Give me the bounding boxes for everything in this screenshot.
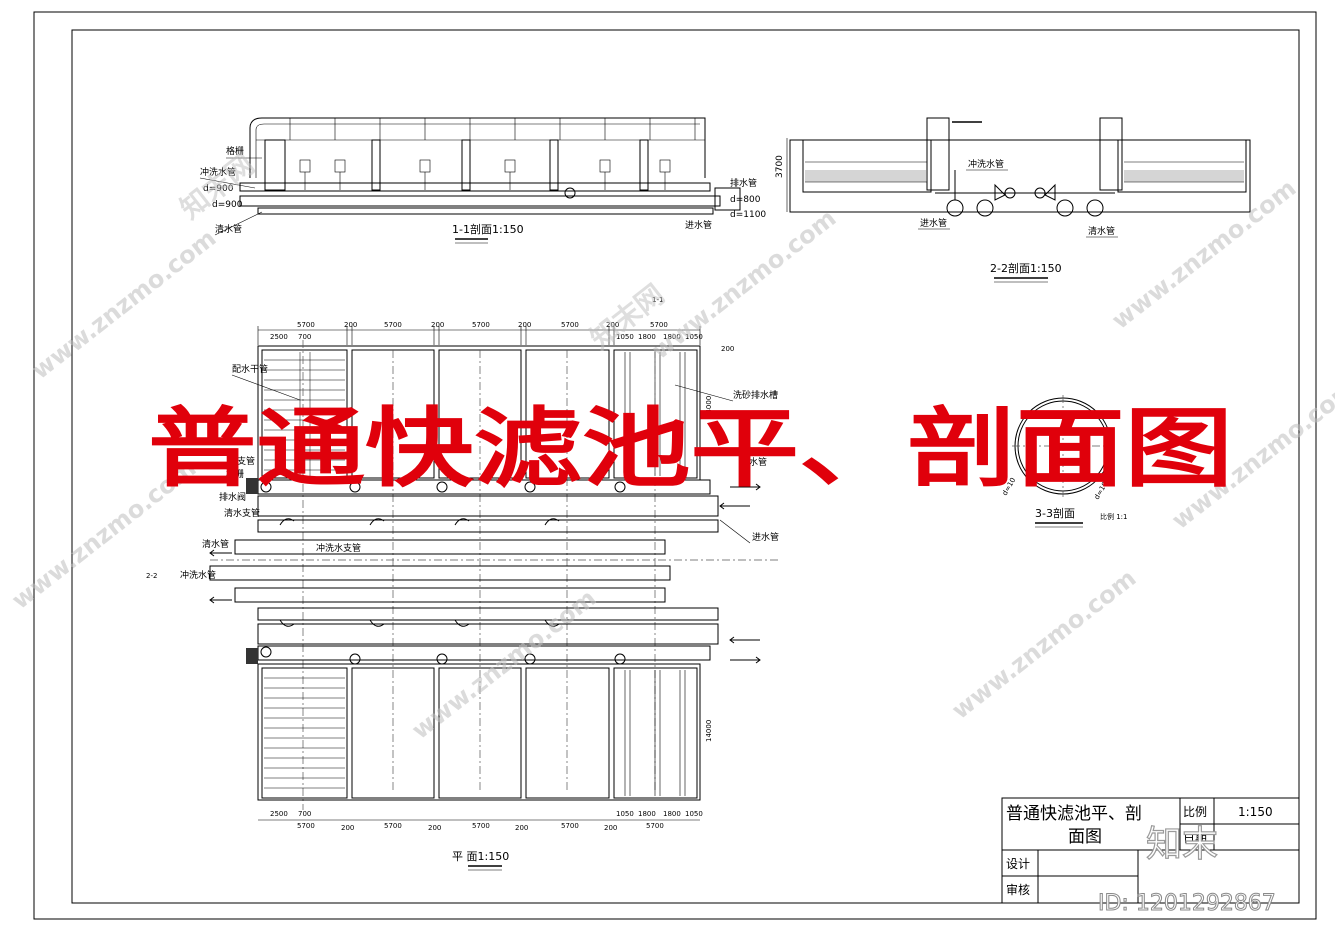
plan-bottom-dim-9: 5700 bbox=[646, 822, 664, 830]
plan-dim-side-top: 200 bbox=[721, 345, 734, 353]
inner-border bbox=[71, 29, 1300, 904]
plan-subdim-5: 1800 bbox=[663, 333, 681, 341]
plan-subdim-1: 2500 bbox=[270, 333, 288, 341]
plan-dim-side-lower: 14000 bbox=[705, 720, 713, 742]
plan-subdim-3: 1050 bbox=[616, 333, 634, 341]
label-d900-a: d=900 bbox=[203, 184, 234, 194]
plan-dim-3: 5700 bbox=[384, 321, 402, 329]
label-d1100: d=1100 bbox=[730, 210, 766, 220]
section-3-3-scale: 比例 1:1 bbox=[1100, 512, 1128, 521]
plan-dim-1: 5700 bbox=[297, 321, 315, 329]
plan-bottom-dim-1: 5700 bbox=[297, 822, 315, 830]
section-1-1-title: 1-1剖面1:150 bbox=[452, 222, 524, 236]
plan-subdim-4: 1800 bbox=[638, 333, 656, 341]
plan-bottom-dim-6: 200 bbox=[515, 824, 528, 832]
plan-subdim-6: 1050 bbox=[685, 333, 703, 341]
plan-dim-7: 5700 bbox=[561, 321, 579, 329]
watermark-6: www.znzmo.com bbox=[946, 564, 1141, 725]
drawing-title: 普通快滤池平、剖面图 bbox=[148, 398, 1233, 499]
plan-bottom-dim-2: 200 bbox=[341, 824, 354, 832]
brand-logo: 知末 bbox=[1146, 824, 1218, 865]
label-branch: 水支管 bbox=[228, 455, 255, 467]
plan-bottom-subdim-4: 1800 bbox=[638, 810, 656, 818]
section-2-2: 3700 冲洗水管 进水管 清水管 2-2剖面1:150 bbox=[775, 117, 1251, 283]
plan-bottom-dim-3: 5700 bbox=[384, 822, 402, 830]
image-id: ID: 1201292867 bbox=[1098, 891, 1276, 916]
label-backwash-pipe: 冲洗水管 bbox=[200, 166, 236, 178]
label-inlet-2-2: 进水管 bbox=[920, 217, 947, 229]
plan-bottom-dim-7: 5700 bbox=[561, 822, 579, 830]
watermark-1: www.znzmo.com bbox=[26, 224, 221, 385]
plan-view: 5700 200 5700 200 5700 200 5700 200 5700… bbox=[146, 296, 780, 871]
plan-dim-4: 200 bbox=[431, 321, 444, 329]
plan-dim-2: 200 bbox=[344, 321, 357, 329]
section-1-1: 格栅 冲洗水管 d=900 d=900 清水管 排水管 d=800 d=1100… bbox=[199, 117, 766, 244]
title-block-name-line2: 面图 bbox=[1068, 827, 1102, 847]
label-d800: d=800 bbox=[730, 195, 761, 205]
label-clear-2-2: 清水管 bbox=[1088, 225, 1115, 237]
title-block-date-label: 日期 bbox=[1183, 831, 1207, 845]
title-block-scale-value: 1:150 bbox=[1238, 805, 1273, 819]
label-drain-plan: 排水管 bbox=[740, 456, 767, 468]
label-inlet: 进水管 bbox=[685, 219, 712, 231]
outer-border bbox=[33, 11, 1317, 920]
plan-dim-5: 5700 bbox=[472, 321, 490, 329]
title-block-design-label: 设计 bbox=[1006, 857, 1030, 871]
cut-mark-top: 1-1 bbox=[652, 296, 663, 304]
plan-dim-side-upper: 14000 bbox=[705, 396, 713, 418]
plan-bottom-subdim-2: 700 bbox=[298, 810, 311, 818]
section-2-2-title: 2-2剖面1:150 bbox=[990, 261, 1062, 275]
title-block-scale-label: 比例 bbox=[1183, 805, 1207, 819]
label-drain-well: 排水阀 bbox=[219, 491, 246, 503]
label-backwash-branch: 冲洗水支管 bbox=[316, 542, 361, 554]
section-3-3-title: 3-3剖面 bbox=[1035, 506, 1075, 520]
label-grating-plan: 格栅 bbox=[226, 468, 244, 480]
plan-dim-6: 200 bbox=[518, 321, 531, 329]
label-backwash-2-2: 冲洗水管 bbox=[968, 158, 1004, 170]
label-sand-trough: 洗砂排水槽 bbox=[733, 389, 778, 401]
title-block-name-line1: 普通快滤池平、剖 bbox=[1006, 804, 1142, 824]
plan-bottom-dim-4: 200 bbox=[428, 824, 441, 832]
plan-bottom-subdim-5: 1800 bbox=[663, 810, 681, 818]
plan-bottom-dim-5: 5700 bbox=[472, 822, 490, 830]
label-clear-plan: 清水管 bbox=[202, 538, 229, 550]
plan-dim-8: 200 bbox=[606, 321, 619, 329]
title-block: 普通快滤池平、剖 面图 比例 1:150 日期 设计 审核 bbox=[1001, 797, 1300, 904]
label-drain: 排水管 bbox=[730, 177, 757, 189]
label-backwash-plan: 冲洗水管 bbox=[180, 569, 216, 581]
title-block-review-label: 审核 bbox=[1006, 882, 1030, 897]
plan-title: 平 面1:150 bbox=[452, 850, 509, 863]
plan-bottom-dim-8: 200 bbox=[604, 824, 617, 832]
label-d900-b: d=900 bbox=[212, 200, 243, 210]
plan-bottom-subdim-3: 1050 bbox=[616, 810, 634, 818]
watermark-2: www.znzmo.com bbox=[646, 204, 841, 365]
plan-bottom-subdim-6: 1050 bbox=[685, 810, 703, 818]
label-inlet-plan: 进水管 bbox=[752, 531, 779, 543]
watermark-3: www.znzmo.com bbox=[1106, 174, 1301, 335]
section-2-2-height: 3700 bbox=[775, 155, 785, 178]
plan-bottom-subdim-1: 2500 bbox=[270, 810, 288, 818]
plan-dim-9: 5700 bbox=[650, 321, 668, 329]
label-header: 配水干管 bbox=[232, 363, 268, 375]
label-grating: 格栅 bbox=[226, 145, 244, 157]
plan-subdim-2: 700 bbox=[298, 333, 311, 341]
label-clear-branch: 清水支管 bbox=[224, 507, 260, 519]
cut-mark-left: 2-2 bbox=[146, 572, 157, 580]
